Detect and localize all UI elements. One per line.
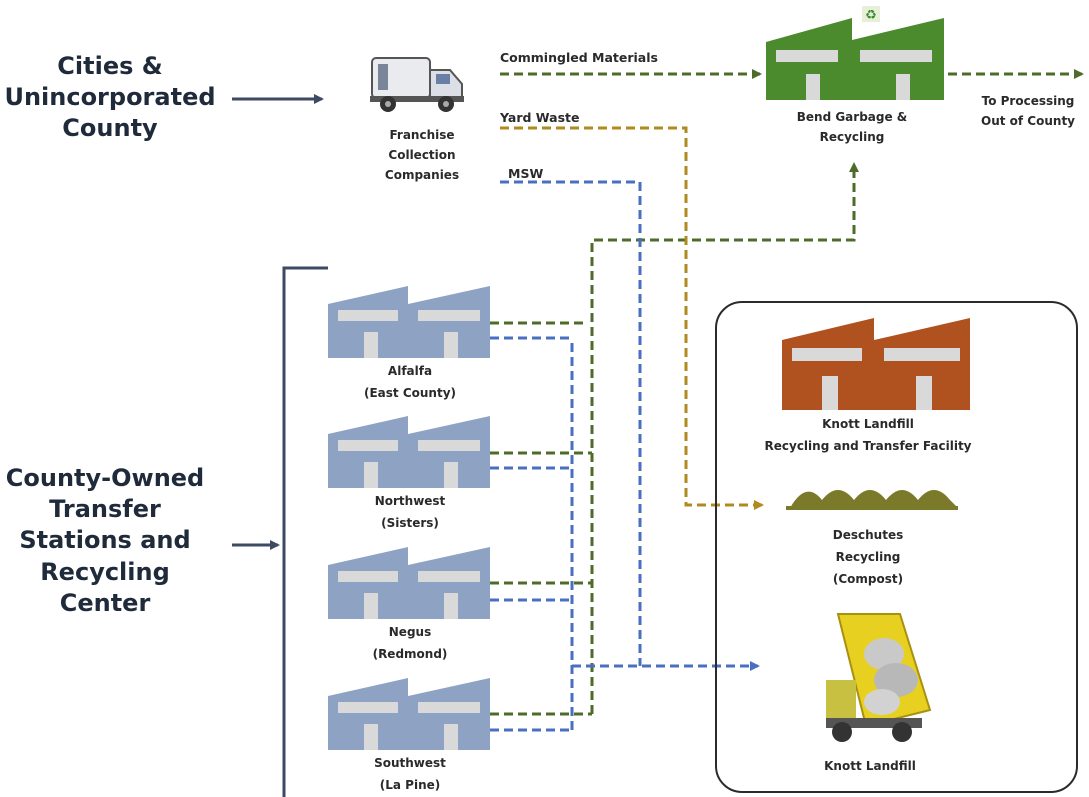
cities-label-line2: Unincorporated: [4, 83, 215, 111]
cities-source-label: Cities & Unincorporated County: [4, 52, 215, 142]
yard-waste-label: Yard Waste: [499, 110, 579, 125]
franchise-line3: Companies: [385, 168, 459, 182]
cities-label-line3: County: [62, 114, 158, 142]
station-alfalfa-name: Alfalfa: [388, 364, 432, 378]
bend-building: [766, 18, 944, 100]
county-source-label: County-Owned Transfer Stations and Recyc…: [6, 464, 204, 617]
msw-flow-line: [500, 180, 642, 666]
station-southwest: [328, 678, 490, 750]
bend-label: Bend Garbage & Recycling: [797, 110, 908, 144]
landfill-label: Knott Landfill: [824, 759, 916, 773]
processing-line1: To Processing: [982, 94, 1075, 108]
county-label-line2: Transfer: [49, 495, 161, 523]
station-negus-sub: (Redmond): [373, 647, 448, 661]
station-negus-name: Negus: [389, 625, 431, 639]
compost-windrow-icon: [786, 490, 958, 510]
processing-line2: Out of County: [981, 114, 1075, 128]
msw-label: MSW: [508, 166, 543, 181]
stations-bracket: [282, 266, 328, 797]
svg-text:♻: ♻: [865, 8, 877, 23]
station-negus: [328, 547, 490, 619]
garbage-truck-icon: [370, 57, 464, 112]
county-label-line4: Recycling: [40, 558, 170, 586]
cities-label-line1: Cities &: [57, 52, 162, 80]
dump-truck-icon: [826, 613, 932, 742]
compost-line2: Recycling: [836, 550, 901, 564]
county-label-line5: Center: [60, 589, 151, 617]
commingled-label: Commingled Materials: [500, 50, 658, 65]
franchise-line2: Collection: [388, 148, 455, 162]
station-southwest-sub: (La Pine): [380, 778, 440, 792]
recycling-icon: ♻: [862, 6, 880, 23]
station-northwest-sub: (Sisters): [381, 516, 439, 530]
station-southwest-name: Southwest: [374, 756, 446, 770]
compost-line1: Deschutes: [833, 528, 903, 542]
knott-facility-building: [782, 318, 970, 410]
knott-destination-box: [715, 301, 1078, 793]
station-northwest: [328, 416, 490, 488]
franchise-line1: Franchise: [389, 128, 454, 142]
processing-label: To Processing Out of County: [981, 94, 1075, 128]
yard-waste-flow-line: [500, 126, 764, 510]
bend-line2: Recycling: [820, 130, 885, 144]
stations-to-bend-flow-line: [590, 162, 859, 714]
station-alfalfa-sub: (East County): [364, 386, 456, 400]
station-alfalfa: [328, 286, 490, 358]
compost-line3: (Compost): [833, 572, 903, 586]
bend-line1: Bend Garbage &: [797, 110, 908, 124]
station-northwest-name: Northwest: [375, 494, 446, 508]
county-label-line3: Stations and: [19, 526, 190, 554]
knott-facility-line1: Knott Landfill: [822, 417, 914, 431]
knott-facility-line2: Recycling and Transfer Facility: [765, 439, 972, 453]
county-label-line1: County-Owned: [6, 464, 204, 492]
franchise-label: Franchise Collection Companies: [385, 128, 459, 182]
